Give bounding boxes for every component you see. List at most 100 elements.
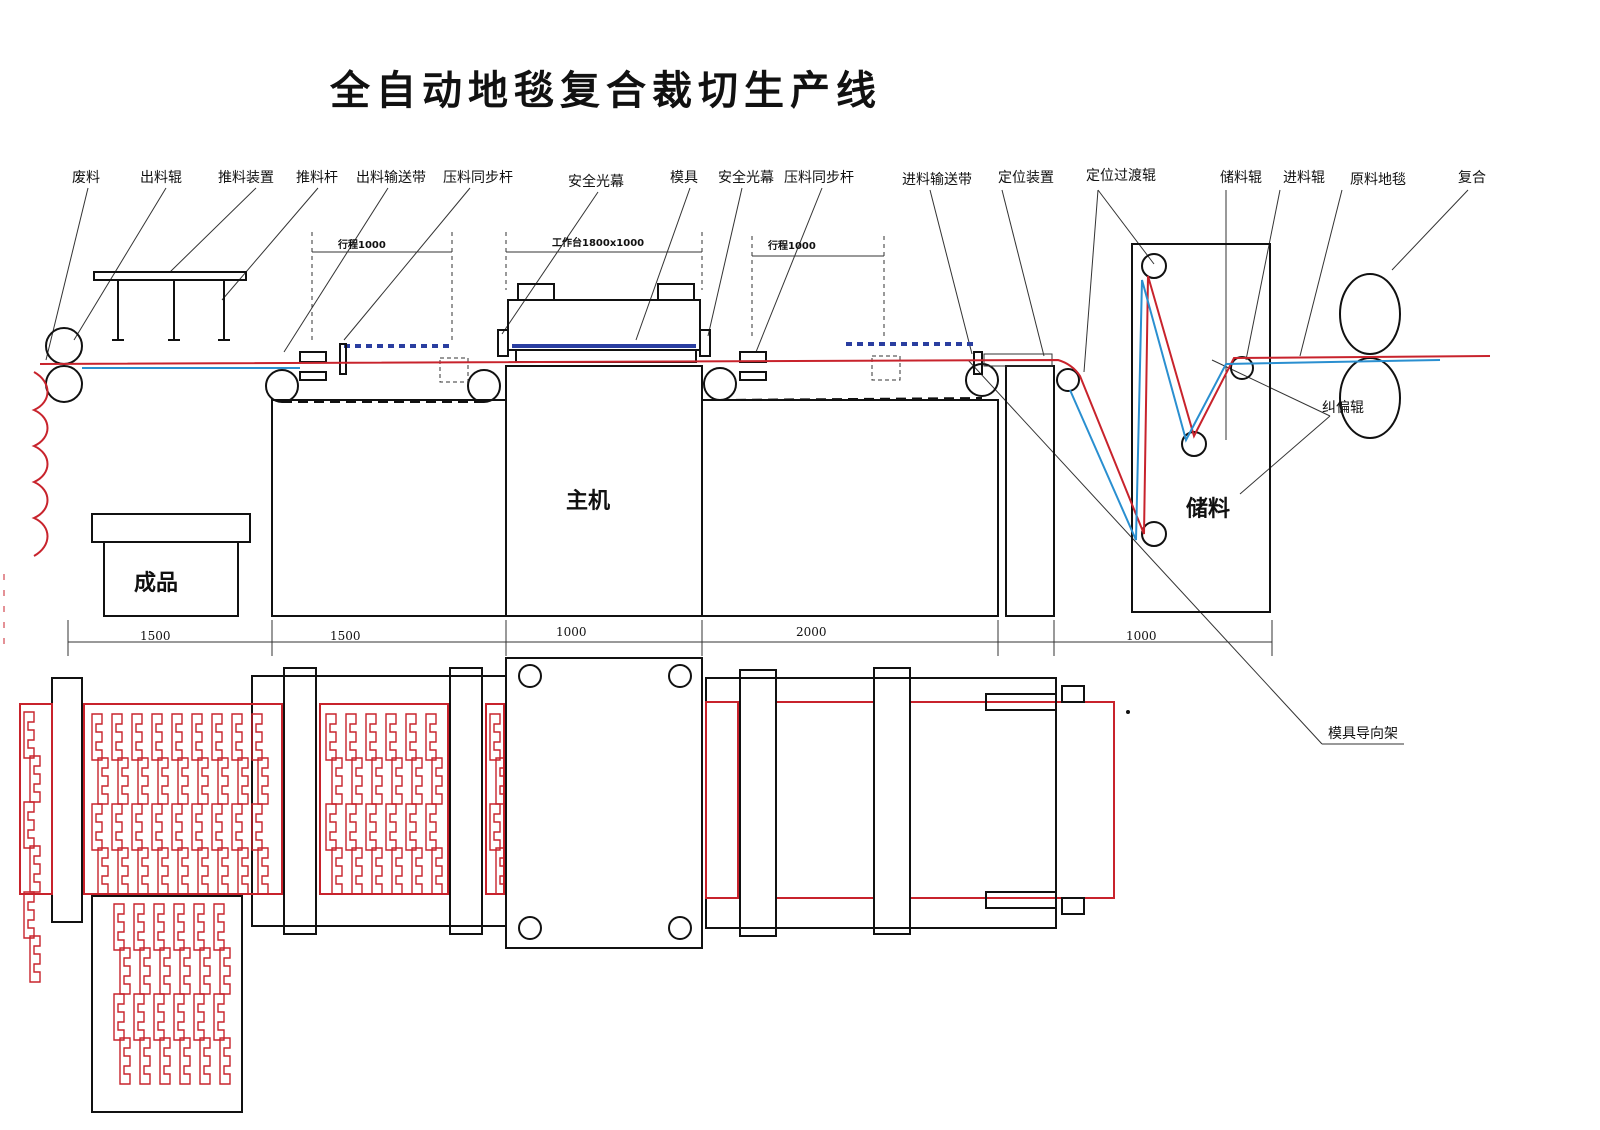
die-cut-piece [97, 757, 109, 805]
die-cut-piece [251, 713, 263, 761]
die-cut-piece [177, 757, 189, 805]
die-cut-piece [405, 803, 417, 851]
outfeed-roller-bottom [45, 365, 83, 403]
die-cut-piece [137, 757, 149, 805]
svg-text:1000: 1000 [556, 625, 587, 639]
die-cut-piece [171, 713, 183, 761]
die-cut-piece [151, 713, 163, 761]
die-cut-piece [331, 757, 343, 805]
storage-frame [1131, 243, 1271, 613]
die-cut-pattern-grid [23, 711, 507, 1085]
label-positioning-transition-roller: 定位过渡辊 [1086, 168, 1156, 184]
die-cut-piece [131, 803, 143, 851]
die-cut-piece [139, 1037, 151, 1085]
die-cut-piece [191, 713, 203, 761]
die-cut-piece [345, 713, 357, 761]
die-cut-piece [119, 1037, 131, 1085]
die-cut-piece [159, 947, 171, 995]
label-outfeed-roller: 出料辊 [140, 170, 182, 186]
die-cut-piece [111, 713, 123, 761]
die-cut-piece [345, 803, 357, 851]
label-positioning-device: 定位装置 [998, 170, 1054, 186]
die-cut-piece [211, 803, 223, 851]
label-deviation-roller: 纠偏辊 [1322, 400, 1364, 416]
die-cut-piece [213, 903, 225, 951]
waste-strip [31, 371, 49, 557]
die-cut-piece [119, 947, 131, 995]
main-machine-label: 主机 [566, 488, 610, 514]
die-cut-piece [29, 845, 41, 893]
finished-conveyor [91, 895, 243, 1113]
label-press-sync-rod-right: 压料同步杆 [784, 170, 854, 186]
die-cut-piece [91, 713, 103, 761]
label-storage-roller: 储料辊 [1220, 170, 1262, 186]
label-lamination: 复合 [1458, 169, 1486, 186]
label-waste: 废料 [72, 170, 100, 186]
die-cut-piece [365, 803, 377, 851]
die-cut-piece [29, 935, 41, 983]
die-cut-piece [489, 803, 501, 851]
svg-text:行程1000: 行程1000 [767, 239, 816, 252]
finished-product-box [103, 541, 239, 617]
carpet-path-red [39, 275, 1491, 535]
label-safety-curtain-left: 安全光幕 [568, 173, 624, 190]
positioning-transition-roller [1056, 368, 1080, 392]
die-cut-piece [111, 803, 123, 851]
dimension-bottom: 1500 1500 1000 2000 1000 [67, 620, 1273, 656]
die-cut-piece [325, 803, 337, 851]
die-cut-piece [371, 757, 383, 805]
label-infeed-belt: 进料输送带 [902, 172, 972, 188]
die-cut-piece [193, 903, 205, 951]
lamination-roller-top [1339, 273, 1401, 355]
die-cut-piece [117, 847, 129, 895]
die-cut-piece [431, 757, 443, 805]
die-cut-piece [179, 1037, 191, 1085]
svg-text:2000: 2000 [796, 625, 827, 639]
die-cut-piece [171, 803, 183, 851]
die-cut-piece [425, 803, 437, 851]
outfeed-roller-top [45, 327, 83, 365]
die-cut-piece [153, 993, 165, 1041]
leader-lines [45, 187, 1469, 745]
die-cut-piece [193, 993, 205, 1041]
storage-label: 储料 [1186, 496, 1230, 522]
svg-text:工作台1800x1000: 工作台1800x1000 [552, 236, 644, 249]
die-cut-piece [157, 847, 169, 895]
die-cut-piece [133, 993, 145, 1041]
main-machine-plan [505, 657, 703, 949]
die-cut-piece [91, 803, 103, 851]
diagram-title: 全自动地毯复合裁切生产线 [329, 68, 882, 114]
die-cut-piece [173, 903, 185, 951]
die-cut-piece [391, 757, 403, 805]
die-cut-piece [217, 757, 229, 805]
label-pusher-rod: 推料杆 [296, 170, 338, 186]
die-cut-piece [23, 801, 35, 849]
infeed-conveyor-frame [701, 399, 999, 617]
die-cut-piece [217, 847, 229, 895]
die-cut-piece [191, 803, 203, 851]
die-cut-piece [159, 1037, 171, 1085]
die-cut-piece [325, 713, 337, 761]
die-cut-piece [371, 847, 383, 895]
die-cut-piece [365, 713, 377, 761]
die-cut-piece [231, 803, 243, 851]
infeed-roller [1230, 356, 1254, 380]
label-die-guide-frame: 模具导向架 [1328, 726, 1398, 742]
label-infeed-roller: 进料辊 [1283, 170, 1325, 186]
carpet-path-blue [82, 279, 1441, 541]
die-cut-piece [23, 891, 35, 939]
die-cut-piece [385, 803, 397, 851]
die-cut-piece [113, 903, 125, 951]
svg-text:行程1000: 行程1000 [337, 238, 386, 251]
die-cut-piece [425, 713, 437, 761]
die-cut-piece [179, 947, 191, 995]
outfeed-belt-roller-left [265, 369, 299, 403]
die-cut-piece [113, 993, 125, 1041]
die-cut-piece [133, 903, 145, 951]
die-cut-piece [411, 757, 423, 805]
label-raw-carpet: 原料地毯 [1350, 172, 1406, 188]
plan-view [19, 657, 1130, 1113]
outfeed-conveyor-frame [271, 399, 507, 617]
svg-text:1000: 1000 [1126, 629, 1157, 643]
